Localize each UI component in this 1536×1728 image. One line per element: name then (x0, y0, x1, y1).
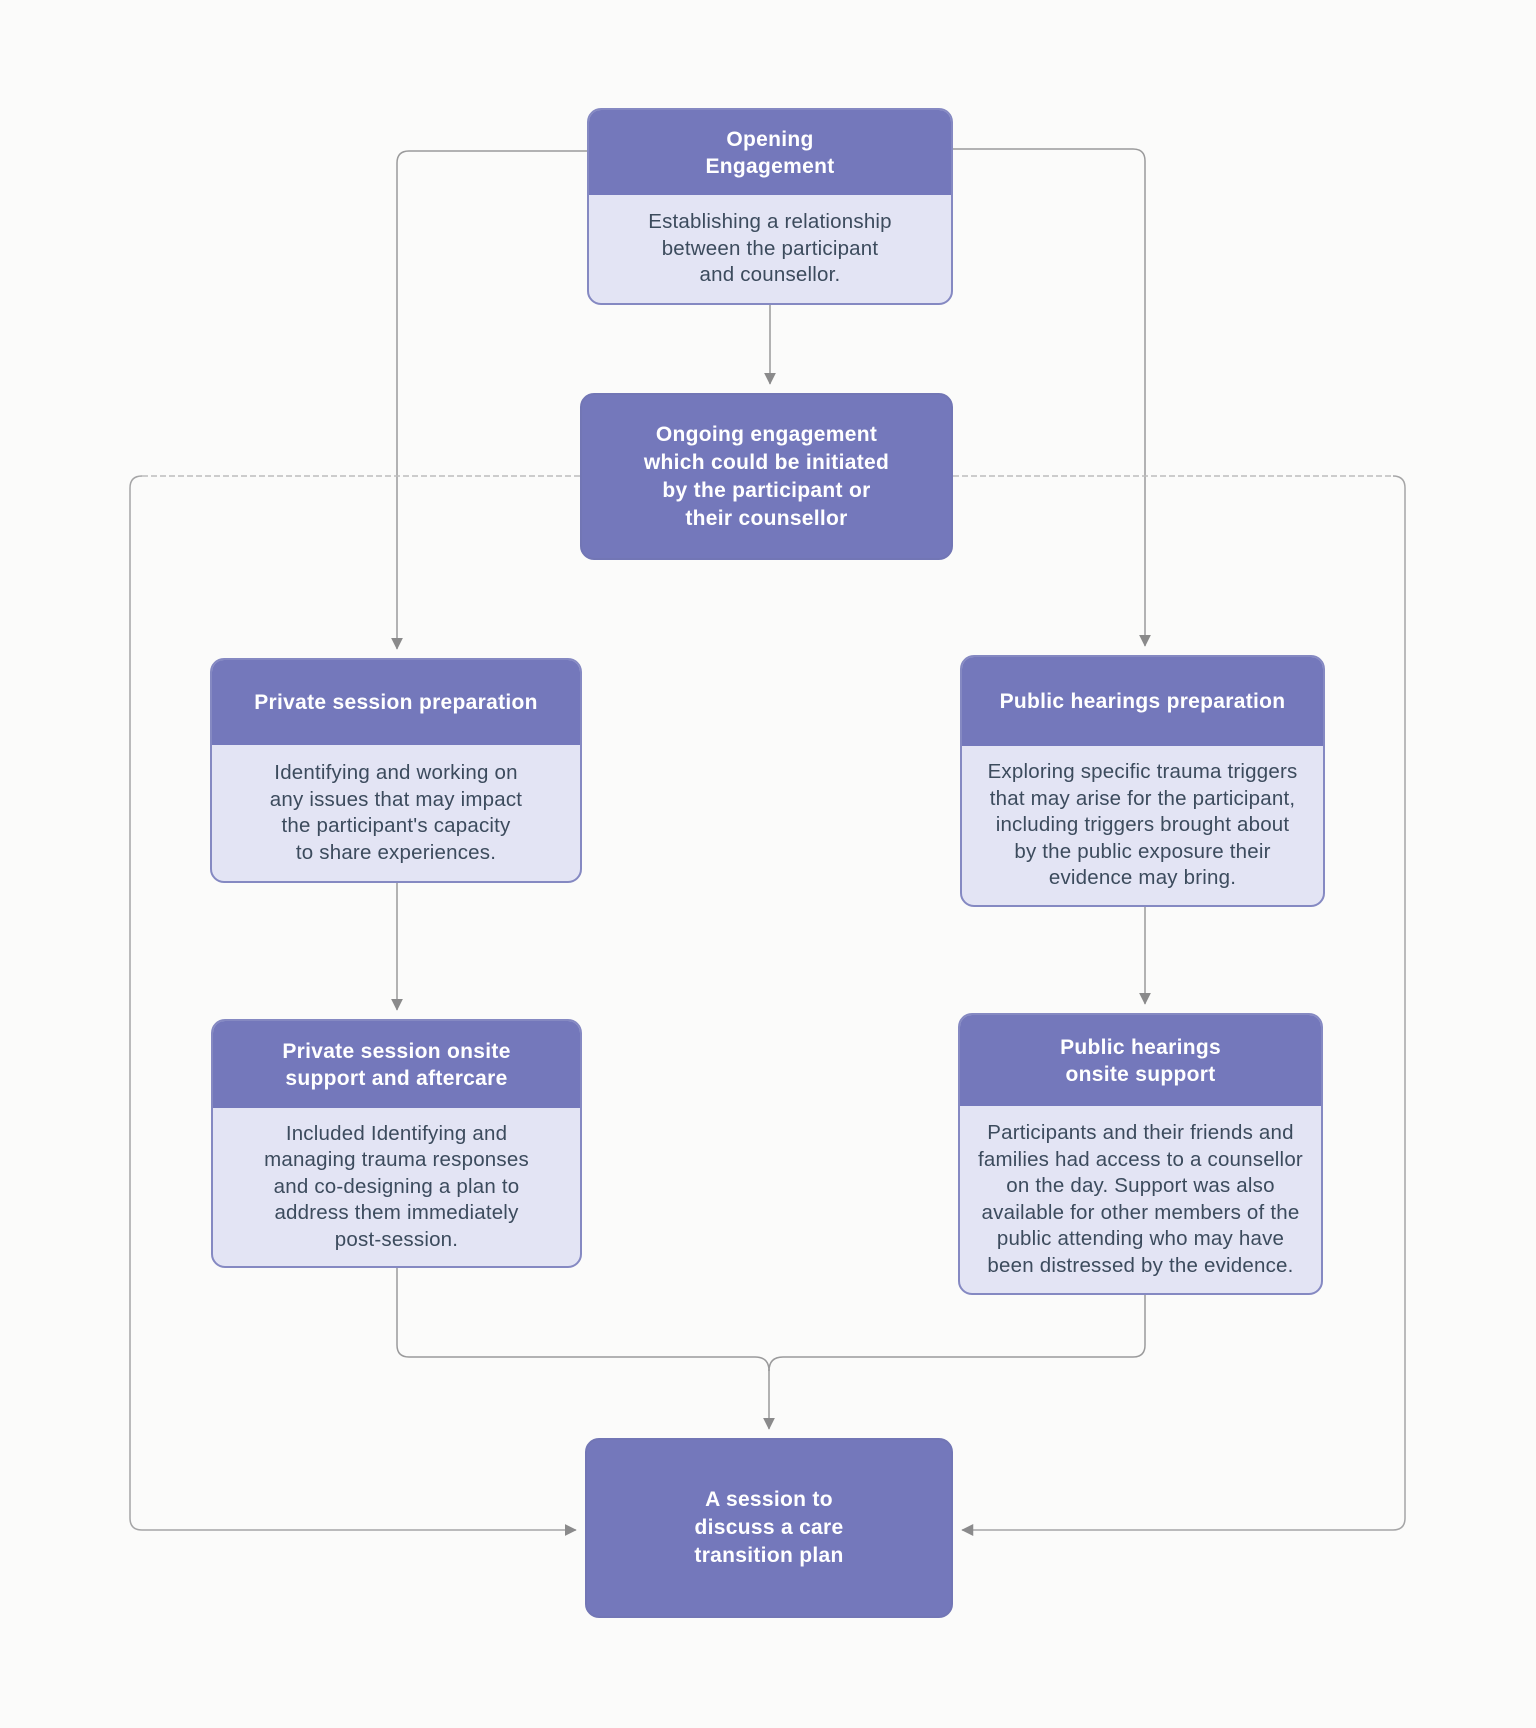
node-private-session-preparation: Private session preparation Identifying … (210, 658, 582, 883)
node-public-hearings-onsite-support-description: Participants and their friends and famil… (978, 1121, 1303, 1277)
node-private-session-onsite-support: Private session onsite support and after… (211, 1019, 582, 1268)
node-public-hearings-preparation: Public hearings preparation Exploring sp… (960, 655, 1325, 907)
edge-ongoing-loop-left (129, 475, 577, 1536)
edge-public-onsite-merge (768, 1295, 1146, 1372)
node-private-session-onsite-support-description: Included Identifying and managing trauma… (264, 1121, 529, 1251)
node-ongoing-engagement-title: Ongoing engagement which could be initia… (643, 422, 890, 530)
node-private-session-preparation-title: Private session preparation (212, 660, 580, 745)
node-public-hearings-preparation-title: Public hearings preparation (962, 657, 1323, 746)
edge-opening-to-public-prep (953, 148, 1151, 647)
edge-ongoing-loop-right (961, 475, 1406, 1536)
edge-private-onsite-merge (396, 1268, 770, 1372)
node-opening-engagement-title: Opening Engagement (589, 110, 951, 195)
node-public-hearings-preparation-description: Exploring specific trauma triggers that … (987, 760, 1298, 890)
node-care-transition-plan-session-title: A session to discuss a care transition p… (694, 1488, 844, 1567)
node-public-hearings-onsite-support: Public hearings onsite support Participa… (958, 1013, 1323, 1295)
node-public-hearings-onsite-support-title: Public hearings onsite support (960, 1015, 1321, 1106)
node-private-session-onsite-support-title: Private session onsite support and after… (213, 1021, 580, 1108)
node-ongoing-engagement: Ongoing engagement which could be initia… (580, 393, 953, 560)
node-private-session-preparation-description: Identifying and working on any issues th… (269, 761, 523, 864)
node-opening-engagement: Opening Engagement Establishing a relati… (587, 108, 953, 305)
node-care-transition-plan-session: A session to discuss a care transition p… (585, 1438, 953, 1618)
edge-opening-to-private-prep (391, 150, 587, 650)
node-opening-engagement-description: Establishing a relationship between the … (648, 210, 892, 287)
